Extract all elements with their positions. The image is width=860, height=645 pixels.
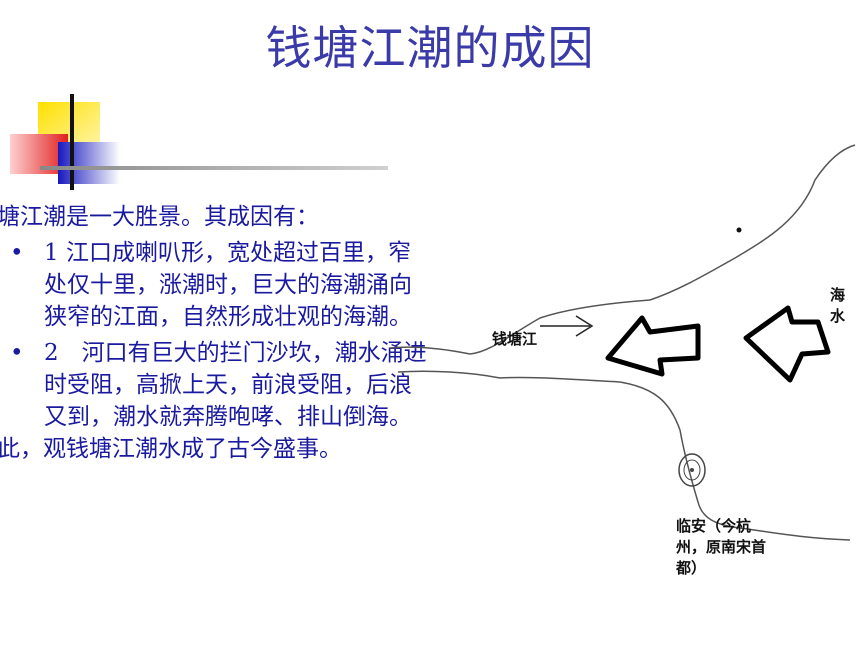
slide-body: 钱塘江潮是一大胜景。其成因有： • 1 江口成喇叭形，宽处超过百里，窄处仅十里，…: [0, 201, 430, 465]
city-label: 临安（今杭州，原南宋首都）: [676, 517, 767, 577]
deco-horizontal-line: [40, 166, 388, 170]
bullet-text: 1 江口成喇叭形，宽处超过百里，窄处仅十里，涨潮时，巨大的海潮涌向狭窄的江面，自…: [44, 240, 412, 330]
intro-paragraph: 钱塘江潮是一大胜景。其成因有：: [0, 204, 319, 230]
sea-label: 海水: [830, 286, 846, 325]
bullet-marker: •: [10, 240, 24, 266]
south-shoreline: [397, 370, 851, 541]
slide-title: 钱塘江潮的成因: [265, 21, 595, 75]
north-shoreline: [389, 144, 856, 355]
bullet-item-1: • 1 江口成喇叭形，宽处超过百里，窄处仅十里，涨潮时，巨大的海潮涌向狭窄的江面…: [10, 237, 430, 333]
map-drawing: [389, 144, 856, 541]
island-dot: [736, 227, 742, 233]
title-decoration: [10, 94, 388, 190]
bullet-marker: •: [10, 340, 24, 366]
city-symbol: [678, 453, 706, 487]
estuary-map: 钱塘江 海水 临安（今杭州，原南宋首都）: [380, 140, 860, 600]
river-label: 钱塘江: [492, 330, 538, 348]
bullet-item-2: • 2 河口有巨大的拦门沙坎，潮水涌进时受阻，高掀上天，前浪受阻，后浪又到，潮水…: [10, 337, 430, 433]
conclusion-paragraph: 因此，观钱塘江潮水成了古今盛事。: [0, 436, 342, 462]
bullet-text: 2 河口有巨大的拦门沙坎，潮水涌进时受阻，高掀上天，前浪受阻，后浪又到，潮水就奔…: [44, 340, 427, 430]
deco-blue-square: [58, 142, 120, 184]
flow-arrow-thin: [540, 315, 594, 337]
tide-arrow-right: [743, 305, 831, 383]
deco-vertical-bar: [70, 94, 74, 190]
tide-arrow-left: [605, 315, 701, 377]
